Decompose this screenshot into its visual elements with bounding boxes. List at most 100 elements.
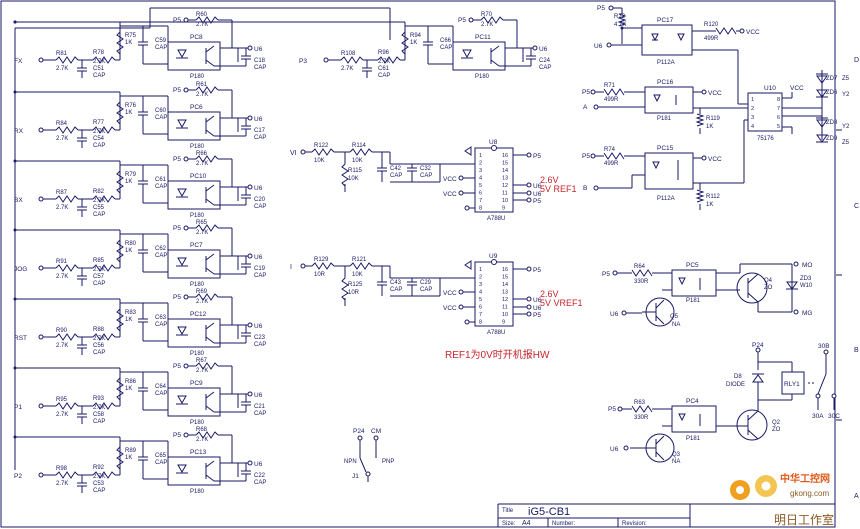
series-resistor xyxy=(92,471,116,479)
u10-pin-2: 2 xyxy=(751,106,754,112)
collector-resistor-label: R69 xyxy=(196,289,208,295)
pc16-optocoupler xyxy=(644,86,694,114)
input-capacitor-label: C58 xyxy=(93,412,105,418)
pc5-label: PC5 xyxy=(686,262,699,269)
series-resistor-label: R77 xyxy=(93,120,105,126)
optocoupler xyxy=(167,111,221,141)
filter-capacitor-label: C59 xyxy=(155,38,167,44)
r71-value: 499R xyxy=(604,97,619,103)
input-resistor xyxy=(340,56,364,64)
analog-ic-rail-p5-bot: P5 xyxy=(533,312,541,319)
zd8-zener: ZD8 Y2 xyxy=(816,117,850,130)
analog-c2-capacitor xyxy=(407,167,417,172)
u10-type: 75176 xyxy=(757,136,774,142)
r120-resistor xyxy=(715,27,737,35)
input-capacitor xyxy=(77,275,87,280)
input-resistor xyxy=(55,333,79,341)
return-rail-label: U6 xyxy=(254,254,263,261)
analog-ic-pin-right-14: 14 xyxy=(502,168,508,174)
rs485-section: P5 R72 4.7K U6 PC17 P112A R120 499R VCC … xyxy=(582,5,850,210)
pullup-resistor-value: 1K xyxy=(125,179,132,185)
pullup-resistor xyxy=(116,170,124,194)
title-block-revision-label: Revision: xyxy=(622,521,647,527)
input-resistor-label: R84 xyxy=(56,121,68,127)
analog-ic-pin-right-9: 9 xyxy=(502,206,505,212)
optocoupler-type: P180 xyxy=(190,282,205,288)
net-b-label: B xyxy=(583,185,587,192)
input-capacitor xyxy=(77,413,87,418)
return-rail-label: U6 xyxy=(254,392,263,399)
r119-value: 1K xyxy=(706,124,713,130)
analog-input-label: I xyxy=(290,264,292,271)
collector-resistor-label: R61 xyxy=(196,82,208,88)
filter-capacitor-label: C61 xyxy=(155,177,167,183)
return-pin xyxy=(532,45,538,51)
pullup-resistor-value: 1K xyxy=(125,40,132,46)
analog-input-i: IR12910RR12510RR12110KC43CAPC29CAPU9A788… xyxy=(290,253,583,336)
u10-label: U10 xyxy=(764,85,776,92)
pullup-resistor-label: R76 xyxy=(125,103,137,109)
zd3-type: W10 xyxy=(800,283,813,289)
input-resistor-value: 2.7K xyxy=(56,66,68,72)
analog-ic-pin-left-1: 1 xyxy=(479,267,482,273)
analog-ic-label: U9 xyxy=(489,253,498,260)
input-resistor-label: R95 xyxy=(56,397,68,403)
output-capacitor xyxy=(241,55,251,60)
analog-ic-rail-p5-bot: P5 xyxy=(533,198,541,205)
series-resistor-label: R78 xyxy=(93,50,105,56)
input-terminal-label: P2 xyxy=(14,473,22,480)
analog-ic-pin-right-12: 12 xyxy=(502,183,508,189)
analog-ic-pin-left-6: 6 xyxy=(479,305,482,311)
supply-rail-pin xyxy=(183,294,189,300)
input-resistor xyxy=(55,56,79,64)
title-block-number-label: Number: xyxy=(552,521,575,527)
pullup-resistor-label: R83 xyxy=(125,310,137,316)
output-capacitor-value: CAP xyxy=(254,480,266,486)
r71-label: R71 xyxy=(604,83,616,89)
pc15-type: P112A xyxy=(657,196,675,202)
analog-c1-label: C43 xyxy=(390,280,402,286)
input-terminal-label: BX xyxy=(14,197,23,204)
watermark-site-url: gkong.com xyxy=(790,489,829,498)
analog-ic-pin-right-14: 14 xyxy=(502,282,508,288)
collector-resistor-label: R67 xyxy=(196,358,208,364)
supply-rail-pin xyxy=(183,17,189,23)
supply-rail-pin xyxy=(183,363,189,369)
supply-rail-pin xyxy=(468,17,474,23)
series-resistor-label: R93 xyxy=(93,396,105,402)
output-capacitor xyxy=(241,332,251,337)
optocoupler-label: PC13 xyxy=(190,449,207,456)
collector-resistor xyxy=(195,362,219,370)
rs485-vcc-label: VCC xyxy=(746,29,760,36)
collector-resistor-label: R65 xyxy=(196,220,208,226)
r119-label: R119 xyxy=(706,116,721,122)
r64-value: 330R xyxy=(634,279,649,285)
filter-capacitor xyxy=(138,41,148,46)
filter-capacitor-label: C64 xyxy=(155,384,167,390)
analog-ic-pin-left-6: 6 xyxy=(479,191,482,197)
input-resistor-label: R91 xyxy=(56,259,68,265)
pc17-type: P112A xyxy=(657,60,675,66)
analog-c2-label: C29 xyxy=(420,280,432,286)
pullup-resistor xyxy=(116,101,124,125)
r63-label: R63 xyxy=(634,400,646,406)
supply-rail-pin xyxy=(183,225,189,231)
relay-output-driver: P5 R63 330R PC4 P181 Q3 NA U6 Q2 ZO P24 xyxy=(608,342,840,465)
analog-r2-value: 10K xyxy=(352,272,363,278)
supply-rail-label: P5 xyxy=(173,432,181,439)
output-capacitor-label: C20 xyxy=(254,197,266,203)
input-capacitor-value: CAP xyxy=(93,143,105,149)
r74-value: 499R xyxy=(604,161,619,167)
input-capacitor-label: C54 xyxy=(93,136,105,142)
return-rail-label: U6 xyxy=(254,116,263,123)
output-capacitor-label: C18 xyxy=(254,58,266,64)
pullup-resistor xyxy=(401,31,409,55)
optocoupler xyxy=(167,456,221,486)
r119-resistor xyxy=(695,113,705,127)
r120-label: R120 xyxy=(704,22,719,28)
filter-capacitor xyxy=(138,180,148,185)
filter-capacitor-value: CAP xyxy=(155,115,167,121)
optocoupler xyxy=(167,180,221,210)
vref-value: 2.6V xyxy=(540,175,559,185)
analog-ic-pin-left-7: 7 xyxy=(479,198,482,204)
